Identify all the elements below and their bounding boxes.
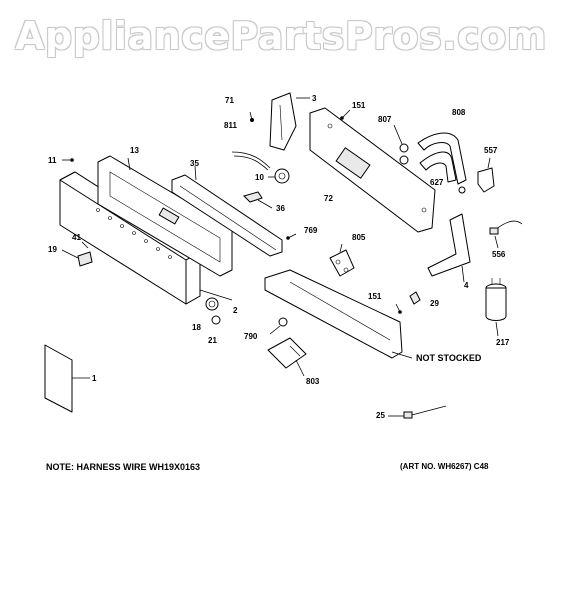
label-part-557: 557: [484, 146, 498, 155]
part-1-manual: [44, 344, 90, 413]
label-part-18: 18: [192, 323, 201, 332]
part-217-capacitor: [485, 278, 507, 337]
part-10-sensor: [268, 168, 290, 184]
label-part-808: 808: [452, 108, 466, 117]
part-3-bracket: [269, 92, 310, 151]
label-part-25: 25: [376, 411, 385, 420]
art-number: (ART NO. WH6267) C48: [400, 462, 489, 471]
label-part-790: 790: [244, 332, 258, 341]
part-151-screw-top: [340, 109, 351, 120]
label-part-556: 556: [492, 250, 506, 259]
part-627-clip: [458, 186, 466, 194]
label-part-21: 21: [208, 336, 217, 345]
harness-note: NOTE: HARNESS WIRE WH19X0163: [46, 462, 201, 472]
part-811-wire: [231, 151, 271, 171]
label-part-19: 19: [48, 245, 57, 254]
label-part-769: 769: [304, 226, 318, 235]
label-part-72: 72: [324, 194, 333, 203]
part-19-knob: [61, 249, 93, 267]
label-part-627: 627: [430, 178, 444, 187]
label-part-36: 36: [276, 204, 285, 213]
label-not-stocked: NOT STOCKED: [416, 353, 482, 363]
label-part-2: 2: [233, 306, 238, 315]
label-part-151-mid: 151: [368, 292, 382, 301]
part-72-backsplash: [309, 107, 436, 233]
label-part-803: 803: [306, 377, 320, 386]
label-part-10: 10: [255, 173, 264, 182]
label-part-11: 11: [48, 156, 57, 165]
part-35-bracket: [171, 165, 283, 257]
part-29-clip: [409, 291, 421, 305]
part-808-hoses: [393, 124, 467, 185]
label-part-71: 71: [225, 96, 234, 105]
watermark-logo: AppliancePartsPros.com: [15, 14, 547, 58]
part-769-screw: [286, 233, 297, 240]
part-556-harness: [489, 220, 523, 249]
part-151-screw-mid: [395, 303, 402, 314]
label-part-13: 13: [130, 146, 139, 155]
part-36-switch: [243, 191, 273, 209]
part-805-switch: [329, 243, 355, 277]
part-13-panel-frame: [97, 155, 233, 277]
label-part-805: 805: [352, 233, 366, 242]
part-557-valve: [477, 157, 495, 193]
label-part-1: 1: [92, 374, 97, 383]
part-11-screw: [62, 158, 74, 162]
label-part-29: 29: [430, 299, 439, 308]
part-41-button: [81, 241, 89, 249]
label-part-4: 4: [464, 281, 469, 290]
label-part-151-top: 151: [352, 101, 366, 110]
part-803-sensor: [267, 337, 307, 377]
label-part-35: 35: [190, 159, 199, 168]
label-part-811: 811: [224, 121, 237, 130]
part-21-knob: [211, 315, 221, 325]
label-part-807: 807: [378, 115, 392, 124]
part-71-screw: [249, 111, 254, 122]
label-part-217: 217: [496, 338, 510, 347]
lower-chassis-tray: [264, 269, 413, 359]
part-18-knob: [205, 297, 219, 311]
part-4-bracket: [427, 213, 471, 283]
part-25-wire: [388, 405, 447, 419]
label-part-41: 41: [72, 233, 81, 242]
part-790-clip: [269, 317, 288, 335]
label-part-3: 3: [312, 94, 317, 103]
